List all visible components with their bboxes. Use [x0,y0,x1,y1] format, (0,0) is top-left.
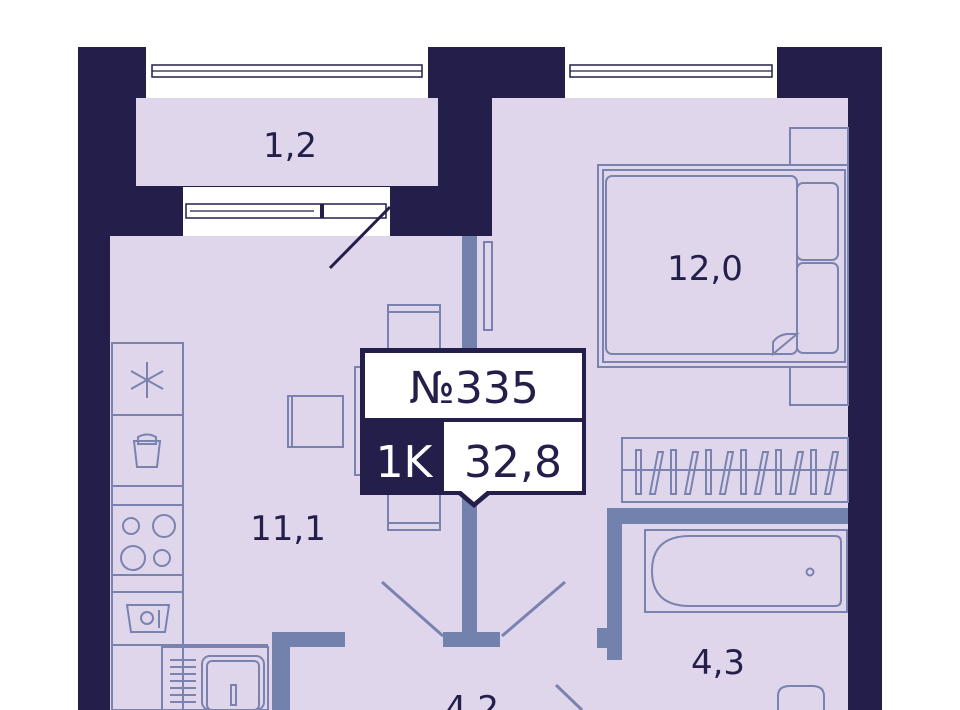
fridge-snowflake-icon [130,362,164,398]
apartment-type: 1K [376,437,434,488]
balcony-door-window [183,187,390,236]
room-area-balcony: 1,2 [263,126,317,166]
toilet [777,685,825,710]
bedroom-door-swing [501,580,566,638]
window-balcony [146,47,428,98]
hanger [670,449,677,495]
wardrobe [621,437,849,503]
hanger [683,451,700,495]
kitchen-door-swing [381,580,444,638]
room-balcony [136,98,438,186]
hanger [635,449,642,495]
hanger [718,451,735,495]
room-area-bathroom: 4,3 [691,643,745,683]
kitchen-counter [111,342,268,710]
bed [597,127,849,406]
window-bedroom [565,47,777,98]
hanger [648,451,665,495]
bathtub [644,529,848,613]
apartment-number: №335 [409,363,539,414]
hanger [810,449,817,495]
hanger [753,451,770,495]
sink [161,646,269,710]
bathroom-door-swing [554,683,584,710]
washing-machine-icon [132,433,162,468]
apartment-total-area: 32,8 [464,437,562,488]
hanger [788,451,805,495]
room-area-hallway: 4,2 [445,689,499,710]
balcony-door-swing [328,205,392,270]
stove-icon [120,514,176,571]
room-area-bedroom: 12,0 [667,249,743,289]
room-area-kitchen: 11,1 [250,509,326,549]
hanger [775,449,782,495]
bedroom-door-leaf [483,241,493,331]
dishwasher-icon [125,604,171,633]
hanger [823,451,840,495]
apartment-tag: №335 1K 32,8 [360,348,586,508]
hanger [740,449,747,495]
hanger [705,449,712,495]
